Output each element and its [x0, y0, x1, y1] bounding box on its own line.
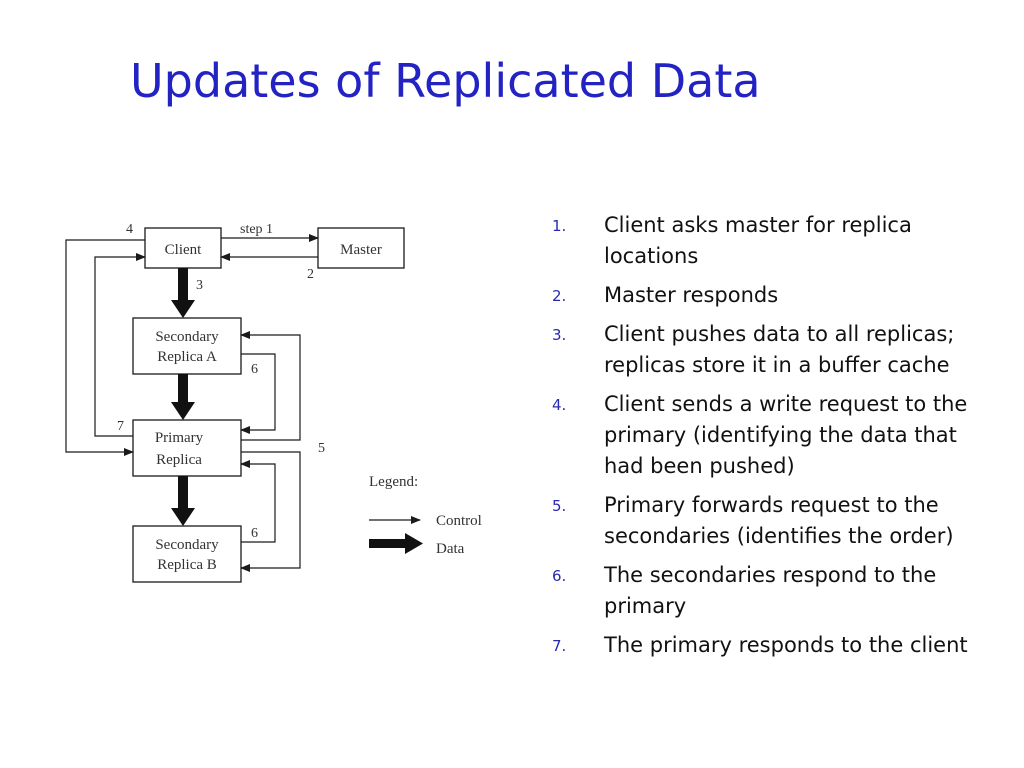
- step-item-3: 3. Client pushes data to all replicas; re…: [548, 319, 988, 381]
- label-step3: 3: [196, 278, 203, 293]
- step-text: The primary responds to the client: [604, 633, 968, 657]
- arrow-step6-from-secondary-a: [240, 353, 276, 434]
- legend-data-arrow: [369, 533, 423, 554]
- gfs-write-diagram: Client Master Secondary Replica A Primar…: [65, 222, 482, 583]
- data-arrow-secondary-a-to-primary: [171, 374, 195, 420]
- legend-data-label: Data: [436, 541, 465, 557]
- arrow-step7: [94, 253, 146, 437]
- step-number: 5.: [552, 497, 567, 515]
- step-text: Master responds: [604, 283, 779, 307]
- secondary-replica-b-box: [132, 525, 242, 583]
- label-step6-b: 6: [251, 526, 258, 541]
- step-text: Client sends a write request to the prim…: [604, 392, 968, 478]
- master-box: [317, 227, 405, 269]
- data-arrow-primary-to-secondary-b: [171, 476, 195, 526]
- step-item-6: 6. The secondaries respond to the primary: [548, 560, 988, 622]
- step-number: 7.: [552, 637, 567, 655]
- primary-label-line2: Replica: [156, 452, 202, 468]
- secondary-b-label-line1: Secondary: [155, 537, 219, 553]
- label-step4: 4: [126, 222, 133, 237]
- step-item-5: 5. Primary forwards request to the second…: [548, 490, 988, 552]
- client-label: Client: [165, 242, 202, 258]
- arrow-step5-to-secondary-a: [240, 331, 301, 441]
- data-arrow-client-to-secondary-a: [171, 268, 195, 318]
- step-text: The secondaries respond to the primary: [604, 563, 937, 618]
- step-item-2: 2. Master responds: [548, 280, 988, 311]
- step-item-1: 1. Client asks master for replica locatio…: [548, 210, 988, 272]
- step-item-7: 7. The primary responds to the client: [548, 630, 988, 661]
- step-number: 6.: [552, 567, 567, 585]
- label-step1: step 1: [240, 222, 273, 237]
- arrow-step4: [65, 239, 145, 456]
- label-step7: 7: [117, 419, 124, 434]
- step-text: Primary forwards request to the secondar…: [604, 493, 954, 548]
- arrow-step6-from-secondary-b: [240, 460, 276, 543]
- step-number: 1.: [552, 217, 567, 235]
- legend-control-label: Control: [436, 513, 482, 529]
- step-item-4: 4. Client sends a write request to the pr…: [548, 389, 988, 482]
- arrow-step5-to-secondary-b: [240, 451, 301, 572]
- legend-title: Legend:: [369, 474, 418, 490]
- client-box: [144, 227, 222, 269]
- step-number: 3.: [552, 326, 567, 344]
- steps-list: 1. Client asks master for replica locatio…: [548, 210, 988, 669]
- step-number: 4.: [552, 396, 567, 414]
- step-text: Client asks master for replica locations: [604, 213, 912, 268]
- secondary-b-label-line2: Replica B: [157, 557, 217, 573]
- secondary-replica-a-box: [132, 317, 242, 375]
- step-text: Client pushes data to all replicas; repl…: [604, 322, 955, 377]
- master-label: Master: [340, 242, 382, 258]
- label-step5: 5: [318, 441, 325, 456]
- label-step2: 2: [307, 267, 314, 282]
- secondary-a-label-line2: Replica A: [157, 349, 217, 365]
- slide-title: Updates of Replicated Data: [130, 54, 761, 108]
- primary-label-line1: Primary: [155, 430, 204, 446]
- step-number: 2.: [552, 287, 567, 305]
- primary-replica-box: [132, 419, 242, 477]
- secondary-a-label-line1: Secondary: [155, 329, 219, 345]
- label-step6-a: 6: [251, 362, 258, 377]
